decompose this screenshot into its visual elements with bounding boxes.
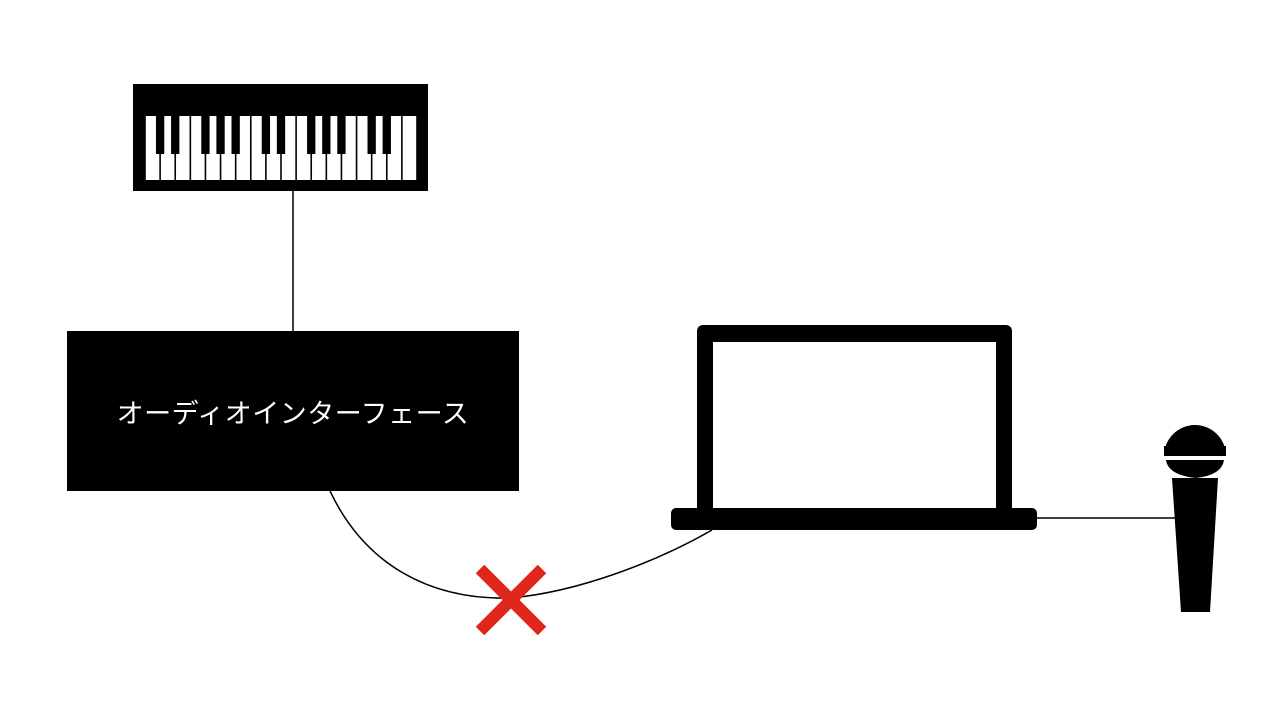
audio-interface-label: オーディオインターフェース xyxy=(116,398,470,430)
white-key xyxy=(312,116,326,180)
black-key xyxy=(382,116,391,154)
white-key xyxy=(251,116,266,180)
black-key xyxy=(337,116,346,154)
white-key xyxy=(372,116,386,180)
white-key xyxy=(191,116,205,180)
microphone-icon xyxy=(1164,425,1226,612)
black-key xyxy=(322,116,331,154)
keyboard-icon xyxy=(133,84,428,191)
black-key xyxy=(171,116,180,154)
white-key xyxy=(221,116,235,180)
black-key xyxy=(367,116,376,154)
white-key xyxy=(160,116,175,180)
white-key xyxy=(176,116,190,180)
white-key xyxy=(357,116,371,180)
white-key xyxy=(236,116,250,180)
white-key xyxy=(402,116,417,180)
disconnected-x-icon xyxy=(475,564,547,636)
black-key xyxy=(307,116,316,154)
white-key xyxy=(281,116,296,180)
black-key xyxy=(276,116,286,154)
black-key xyxy=(261,116,271,154)
white-key xyxy=(387,116,402,180)
black-key xyxy=(201,116,210,154)
white-key xyxy=(206,116,220,180)
white-key xyxy=(296,116,311,180)
white-key xyxy=(327,116,341,180)
laptop-icon xyxy=(671,325,1037,530)
black-key xyxy=(155,116,165,154)
audio-interface-box: オーディオインターフェース xyxy=(67,331,519,491)
white-key xyxy=(342,116,356,180)
keyboard-black-keys xyxy=(155,116,391,154)
white-key xyxy=(266,116,281,180)
keyboard-white-keys xyxy=(145,116,417,180)
white-key xyxy=(145,116,160,180)
black-key xyxy=(216,116,225,154)
black-key xyxy=(231,116,240,154)
